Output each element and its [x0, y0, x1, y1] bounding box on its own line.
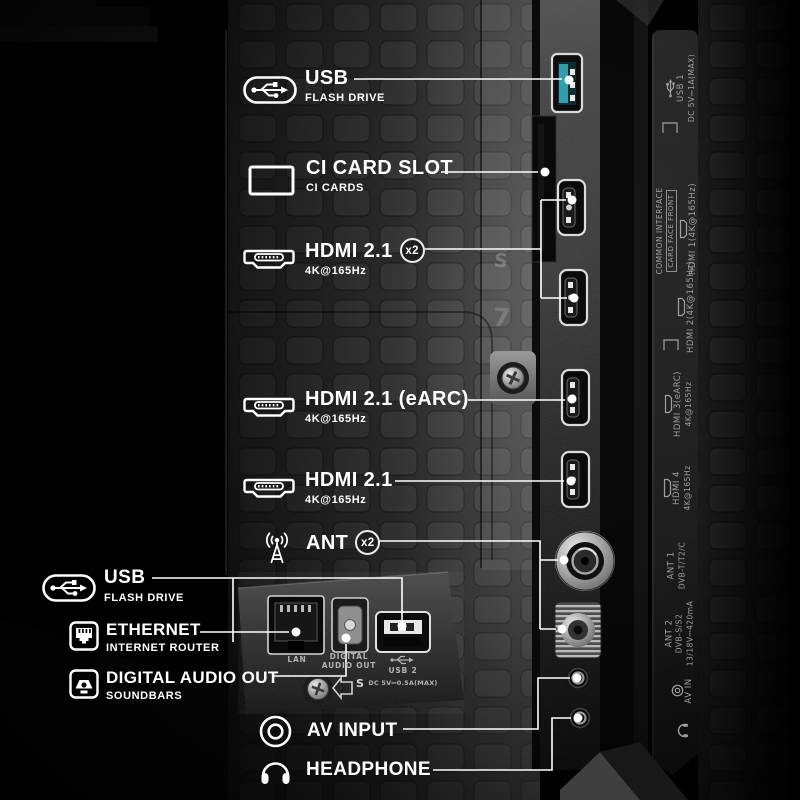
callout-headphone: HEADPHONE	[258, 758, 432, 784]
panel-label-line: HDMI 2(4K@165Hz)	[686, 260, 697, 354]
panel-label-line: HDMI 3(eARC)	[673, 371, 683, 437]
callout-title: HDMI 2.1 (eARC)	[305, 388, 469, 410]
usb-glyph-icon	[666, 79, 675, 98]
panel-label-hdmi1: HDMI 1(4K@165Hz)	[676, 173, 702, 285]
panel-label-line: 4K@165Hz	[682, 465, 692, 511]
screw	[490, 351, 536, 405]
hdmi-icon	[243, 474, 295, 502]
callout-subtitle: CI CARDS	[306, 182, 364, 194]
panel-label-line: 13/18V⎓420mA	[685, 600, 695, 667]
callout-ci-card-slot: CI CARD SLOT CI CARDS	[248, 156, 454, 196]
callout-ethernet: ETHERNET INTERNET ROUTER	[62, 620, 220, 655]
callout-subtitle: 4K@165Hz	[305, 413, 367, 425]
hdmi-glyph-icon	[678, 297, 686, 317]
optical-audio-icon	[69, 669, 99, 699]
inset-label-lan: LAN	[287, 655, 307, 664]
inset-closeup-panel	[237, 571, 464, 714]
hdmi-icon	[243, 245, 295, 273]
panel-label-line: ANT 2	[664, 619, 675, 648]
panel-label-line: DVB-S/S2	[674, 613, 684, 654]
panel-label-hdmi4: HDMI 4 4K@165Hz	[660, 451, 696, 525]
callout-subtitle: SOUNDBARS	[106, 690, 183, 702]
inset-label-usb2-power: DC 5V⎓0.5A(MAX)	[368, 679, 438, 687]
ant2-port	[554, 601, 602, 659]
panel-label-line: DC 5V⎓1A(MAX)	[686, 53, 696, 123]
inset-label-s-mark: S	[356, 677, 364, 690]
hdmi-glyph-icon	[664, 394, 673, 414]
callout-title: USB	[305, 67, 349, 89]
panel-label-line: ANT 1	[666, 551, 677, 580]
callout-title: ANT	[306, 531, 349, 554]
panel-label-ant2: ANT 2 DVB-S/S2 13/18V⎓420mA	[664, 594, 697, 674]
headphone-glyph-icon	[677, 724, 688, 738]
headphone-icon	[258, 753, 293, 788]
molded-mark-s: S	[492, 249, 509, 273]
av-jack-icon	[258, 714, 293, 749]
callout-ant: ANT x2	[252, 528, 381, 564]
callout-title-row: HDMI 2.1 x2	[305, 238, 425, 263]
panel-label-hdmi2: HDMI 2(4K@165Hz)	[674, 251, 700, 363]
callout-title: AV INPUT	[307, 720, 398, 741]
callout-hdmi-earc: HDMI 2.1 (eARC) 4K@165Hz	[243, 387, 469, 426]
panel-label-line: USB 1	[676, 73, 686, 103]
panel-label-line: AV IN	[684, 678, 695, 704]
callout-usb-top: USB FLASH DRIVE	[243, 66, 385, 105]
leader-lines	[152, 78, 571, 771]
ci-card-icon	[248, 165, 295, 196]
callout-subtitle: FLASH DRIVE	[104, 592, 184, 604]
callout-title: HDMI 2.1	[305, 469, 393, 491]
callout-subtitle: INTERNET ROUTER	[106, 642, 220, 654]
inset-label-line: DIGITAL	[329, 652, 369, 661]
callout-title: HDMI 2.1	[305, 239, 393, 262]
callout-digital-audio-out: DIGITAL AUDIO OUT SOUNDBARS	[62, 668, 279, 703]
panel-label-line: COMMON INTERFACE	[654, 187, 664, 275]
usb-icon	[42, 574, 96, 602]
hdmi-glyph-icon	[663, 478, 672, 498]
callout-av-input: AV INPUT	[258, 715, 398, 748]
panel-label-usb1: USB 1 DC 5V⎓1A(MAX)	[664, 40, 698, 136]
s-arrow-icon	[331, 675, 353, 701]
inset-label-line: AUDIO OUT	[321, 661, 377, 670]
callout-subtitle: 4K@165Hz	[305, 265, 367, 277]
callout-title: CI CARD SLOT	[306, 157, 454, 179]
usb-glyph-small	[390, 655, 414, 665]
callout-title: USB	[104, 567, 146, 588]
panel-label-hdmi3: HDMI 3(eARC) 4K@165Hz	[661, 362, 697, 446]
hdmi-glyph-icon	[680, 219, 688, 239]
av-glyph-icon	[671, 685, 684, 697]
callout-title: ETHERNET	[106, 620, 201, 639]
inset-label-optical: DIGITAL AUDIO OUT	[321, 652, 377, 670]
callout-hdmi-x2: HDMI 2.1 x2 4K@165Hz	[243, 238, 425, 278]
callout-subtitle: 4K@165Hz	[305, 494, 367, 506]
panel-label-line: HDMI 4	[672, 471, 682, 505]
silkscreen-brackets	[662, 122, 679, 350]
callout-title-row: ANT x2	[306, 530, 381, 555]
panel-label-headphone	[672, 720, 690, 742]
panel-label-line: DVB-T/T2/C	[677, 541, 686, 590]
antenna-icon	[258, 528, 296, 568]
callout-hdmi: HDMI 2.1 4K@165Hz	[243, 468, 393, 507]
inset-label-usb2: USB 2	[388, 666, 418, 675]
panel-label-av-in: AV IN	[670, 667, 696, 715]
inset-screw	[303, 674, 333, 704]
molded-mark-7: 7	[492, 302, 512, 333]
callout-title: HEADPHONE	[306, 759, 432, 780]
leader-dots	[291, 75, 583, 723]
x2-badge: x2	[399, 238, 425, 263]
ant1-port	[555, 531, 615, 591]
usb-icon	[243, 76, 297, 104]
callout-usb-bottom: USB FLASH DRIVE	[42, 566, 184, 605]
panel-label-line: 4K@165Hz	[683, 381, 693, 427]
ethernet-icon	[69, 621, 99, 651]
ci-card-slot-port	[531, 115, 557, 263]
x2-badge: x2	[355, 530, 381, 555]
panel-label-ant1: ANT 1 DVB-T/T2/C	[666, 529, 689, 603]
callout-title: DIGITAL AUDIO OUT	[106, 668, 279, 687]
hdmi-icon	[243, 393, 295, 421]
callout-subtitle: FLASH DRIVE	[305, 92, 385, 104]
